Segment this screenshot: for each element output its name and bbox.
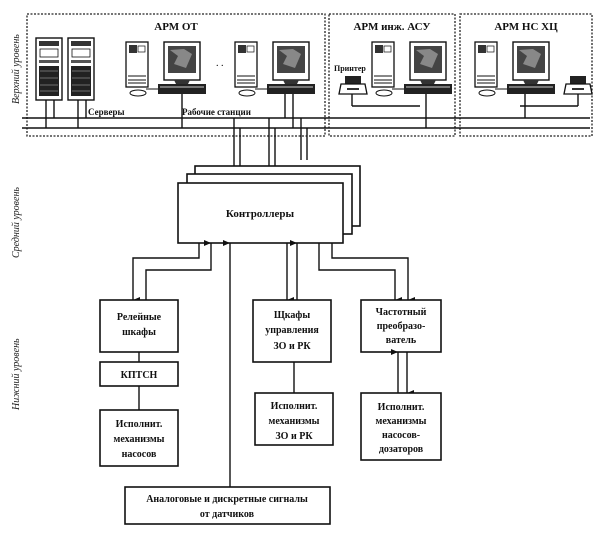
label-printer: Принтер [334, 64, 366, 73]
zo-rk-actuators-line-3: ЗО и РК [275, 431, 313, 442]
control-cabinets-block [252, 299, 332, 363]
kptsn-label: КПТСН [121, 370, 158, 381]
printer-icon [563, 75, 593, 95]
dosing-pump-actuators-block [360, 392, 442, 461]
kptsn-block [99, 361, 179, 387]
level-label-top: Верхний уровень [11, 34, 22, 104]
zone-title-arm-eng: АРМ инж. АСУ [353, 21, 430, 33]
label-workstations: Рабочие станции [182, 107, 251, 117]
workstation-icon [474, 41, 556, 97]
zo-rk-actuators-block [254, 392, 334, 446]
freq-line-3: ватель [386, 335, 417, 346]
relay-cabinets-line-2: шкафы [122, 327, 156, 338]
workstation-icon [234, 41, 316, 97]
freq-line-1: Частотный [376, 307, 427, 318]
dosing-actuators-line-4: дозаторов [379, 444, 424, 455]
zo-rk-actuators-line-2: механизмы [269, 416, 320, 427]
frequency-converter-block [360, 299, 442, 353]
relay-cabinets-block [99, 299, 179, 353]
sensor-signals-block [124, 486, 331, 525]
control-cabinets-line-2: управления [265, 325, 319, 336]
sensor-signals-line-2: от датчиков [200, 509, 255, 520]
pump-actuators-line-1: Исполнит. [116, 419, 163, 430]
controllers-label: Контроллеры [226, 208, 295, 220]
control-cabinets-line-3: ЗО и РК [273, 341, 311, 352]
server-icon [35, 37, 63, 101]
level-label-bottom: Нижний уровень [11, 338, 22, 411]
pump-actuators-line-3: насосов [122, 449, 157, 460]
zone-arm-ns [459, 13, 593, 137]
relay-cabinets-line-1: Релейные [117, 312, 162, 323]
pump-actuators-line-2: механизмы [114, 434, 165, 445]
dosing-actuators-line-3: насосов- [382, 430, 420, 441]
dosing-actuators-line-1: Исполнит. [378, 402, 425, 413]
label-more-workstations: . . [216, 58, 224, 69]
zone-title-arm-ns: АРМ НС ХЦ [494, 21, 558, 33]
printer-icon [338, 75, 368, 95]
controllers-block [177, 182, 344, 244]
freq-line-2: преобразо- [377, 321, 426, 332]
label-servers: Серверы [88, 107, 125, 117]
workstation-icon [371, 41, 453, 97]
zone-title-arm-ot: АРМ ОТ [154, 21, 198, 33]
dosing-actuators-line-2: механизмы [376, 416, 427, 427]
zo-rk-actuators-line-1: Исполнит. [271, 401, 318, 412]
pump-actuators-block [99, 409, 179, 467]
server-icon [67, 37, 95, 101]
zone-arm-ot [26, 13, 326, 137]
workstation-icon [125, 41, 207, 97]
zone-arm-eng [328, 13, 456, 137]
sensor-signals-line-1: Аналоговые и дискретные сигналы [146, 494, 308, 505]
level-label-middle: Средний уровень [11, 187, 22, 258]
control-cabinets-line-1: Щкафы [274, 310, 311, 321]
